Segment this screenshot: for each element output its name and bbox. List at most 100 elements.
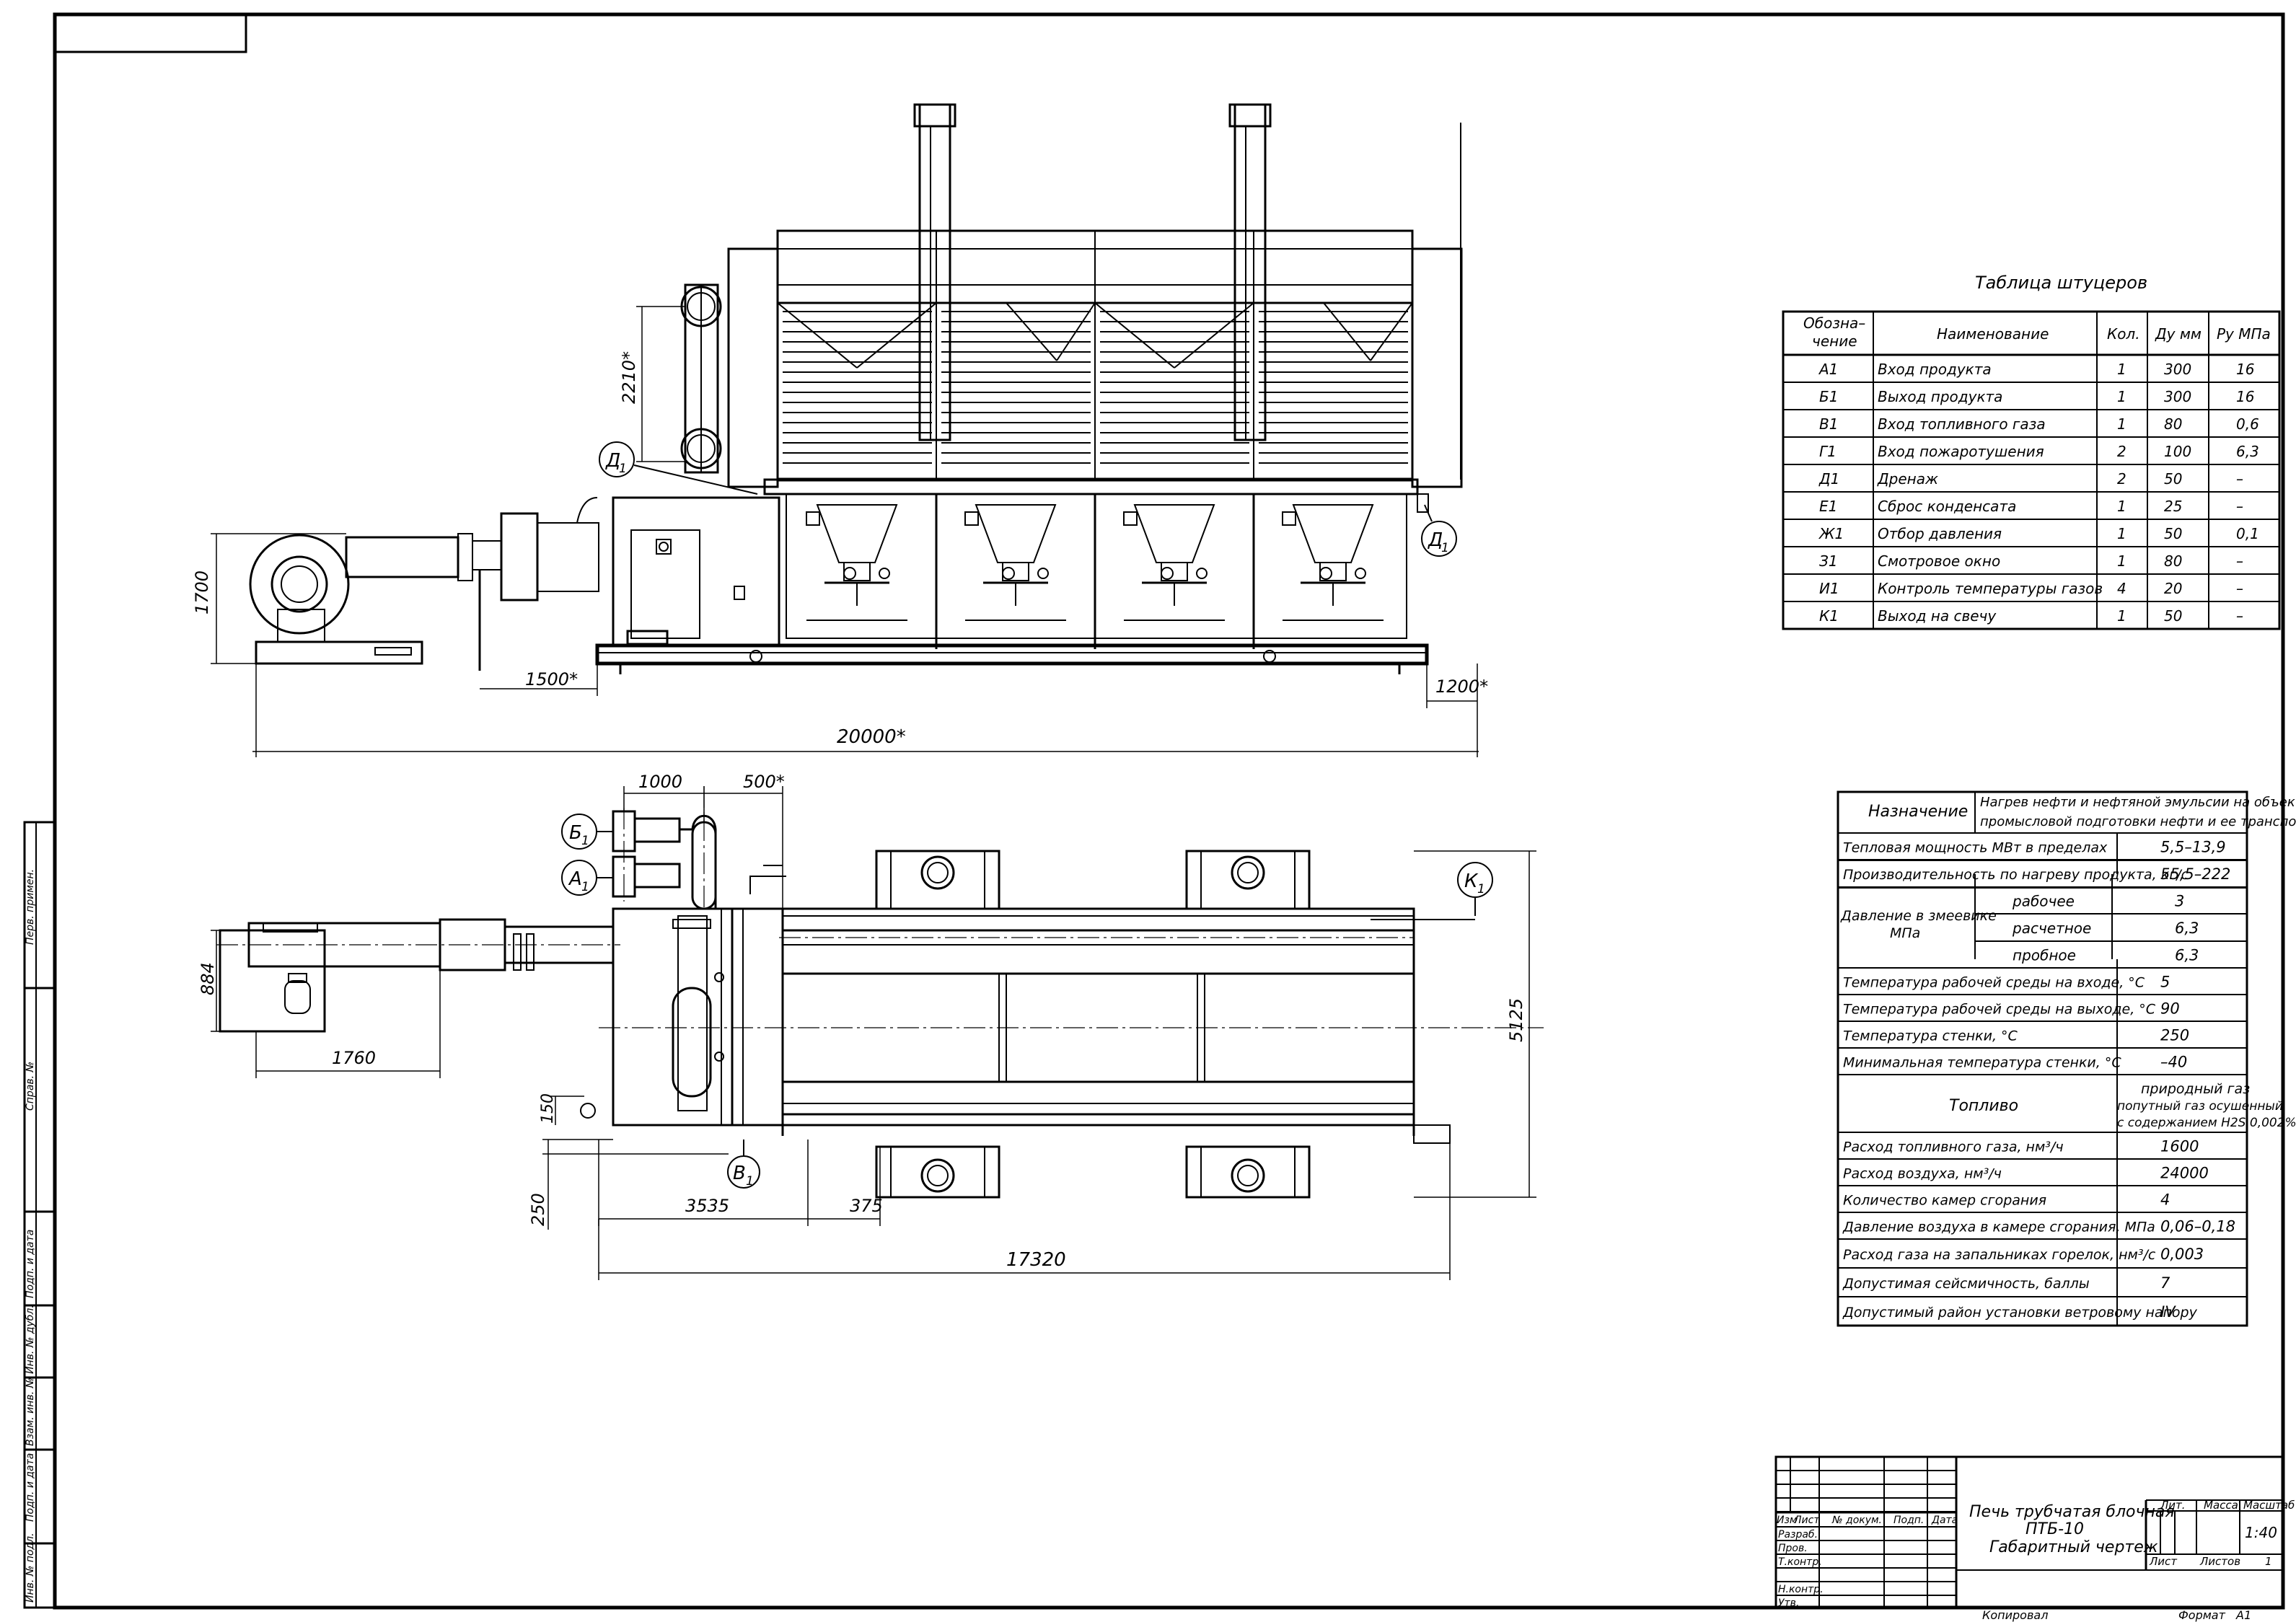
nozzle-cell: 0,6 [2236, 415, 2259, 433]
stamp-text-perv: Перв. примен. [25, 869, 36, 945]
dimension-1700: 1700 [192, 533, 346, 664]
svg-text:500*: 500* [743, 772, 785, 792]
spec-fuel-value-1: природный газ [2141, 1081, 2250, 1097]
spec-label: Допустимая сейсмичность, баллы [1842, 1276, 2090, 1292]
svg-text:3535: 3535 [685, 1196, 729, 1216]
spec-pressure-kind: пробное [2013, 947, 2076, 964]
spec-pressure-kind: рабочее [2012, 893, 2075, 910]
callout-d1-left: Д 1 [599, 441, 758, 495]
spec-label: Расход газа на запальниках горелок, нм³/… [1843, 1247, 2156, 1263]
tb-role: Разраб. [1778, 1529, 1818, 1541]
nozzle-header-qty: Кол. [2107, 325, 2140, 343]
nozzle-cell: – [2236, 498, 2243, 515]
dimension-150: 150 [539, 1093, 596, 1125]
svg-text:В: В [733, 1163, 746, 1184]
tb-scale-value: 1:40 [2245, 1524, 2277, 1541]
stamp-text-vzam: Взам. инв. № [25, 1378, 36, 1446]
tb-scale-label: Масштаб [2243, 1499, 2295, 1512]
spec-pressure-value: 6,3 [2175, 947, 2199, 964]
spec-label: Давление воздуха в камере сгорания, МПа [1842, 1220, 2155, 1235]
nozzle-cell: Сброс конденсата [1878, 498, 2016, 515]
nozzle-cell: В1 [1819, 415, 1838, 433]
nozzle-cell: 16 [2236, 361, 2254, 378]
nozzle-cell: 1 [2117, 415, 2126, 433]
nozzle-cell: 25 [2164, 498, 2182, 515]
nozzle-cell: – [2236, 580, 2243, 597]
spec-pressure-label-1: Давление в змеевике [1840, 908, 1997, 924]
nozzle-cell: 80 [2164, 415, 2182, 433]
dimension-250: 250 [528, 1139, 729, 1230]
spec-value: 5 [2160, 974, 2170, 991]
tb-col-data: Дата [1931, 1515, 1958, 1526]
spec-value: 250 [2160, 1027, 2189, 1044]
spec-purpose-value-1: Нагрев нефти и нефтяной эмульсии на объе… [1980, 795, 2296, 810]
spec-value: 4 [2160, 1191, 2170, 1209]
sheet-frame [53, 12, 2285, 1610]
spec-label: Тепловая мощность МВт в пределах [1843, 840, 2108, 856]
tb-col-ndoc: № докум. [1831, 1515, 1882, 1526]
svg-text:250: 250 [528, 1193, 548, 1226]
spec-fuel-label: Топливо [1949, 1097, 2018, 1115]
tb-col-podp: Подп. [1893, 1515, 1924, 1526]
tb-lit-label: Лит. [2160, 1499, 2186, 1512]
svg-text:Д: Д [1428, 529, 1443, 551]
spec-value: 1600 [2160, 1138, 2199, 1155]
svg-text:1: 1 [581, 880, 589, 894]
spec-value: IV [2160, 1303, 2176, 1321]
nozzle-cell: Ж1 [1818, 525, 1844, 542]
spec-table: Назначение Нагрев нефти и нефтяной эмуль… [1837, 790, 2296, 1327]
plan-view: Б 1 А 1 В 1 К 1 1000 [198, 772, 1544, 1280]
tb-title-3: Габаритный чертеж [1989, 1538, 2158, 1556]
nozzle-cell: Контроль температуры газов [1878, 580, 2103, 597]
svg-text:884: 884 [198, 962, 218, 995]
nozzle-cell: А1 [1818, 361, 1838, 378]
nozzle-cell: – [2236, 470, 2243, 488]
tb-title-1: Печь трубчатая блочная [1969, 1503, 2175, 1521]
spec-value: 5,5–13,9 [2160, 839, 2226, 856]
nozzle-cell: – [2236, 552, 2243, 570]
svg-text:1700: 1700 [192, 570, 212, 614]
format-label: Формат [2178, 1608, 2226, 1622]
nozzle-header-pu: Ру МПа [2217, 325, 2271, 343]
svg-text:5125: 5125 [1506, 998, 1526, 1042]
stamp-text-sprav: Справ. № [25, 1062, 36, 1111]
spec-label: Температура рабочей среды на входе, °С [1843, 975, 2145, 991]
spec-value: 7 [2160, 1274, 2170, 1292]
nozzle-cell: 100 [2164, 443, 2191, 460]
spec-label: Минимальная температура стенки, °С [1843, 1055, 2121, 1071]
nozzle-cell: 80 [2164, 552, 2182, 570]
svg-text:1760: 1760 [332, 1048, 376, 1068]
spec-label: Расход воздуха, нм³/ч [1843, 1166, 2002, 1182]
nozzle-cell: 300 [2164, 388, 2191, 405]
nozzle-cell: 2 [2117, 443, 2126, 460]
nozzle-cell: 2 [2117, 470, 2126, 488]
nozzle-cell: 1 [2117, 552, 2126, 570]
svg-text:1200*: 1200* [1435, 676, 1488, 697]
spec-fuel-value-3: с содержанием H2S 0,002% [2117, 1116, 2296, 1130]
nozzle-cell: 1 [2117, 607, 2126, 625]
spec-pressure-kind: расчетное [2012, 920, 2091, 937]
dimension-20000: 20000* [252, 664, 1479, 757]
spec-value: 55,5–222 [2160, 865, 2230, 883]
tb-role: Утв. [1778, 1597, 1799, 1609]
svg-text:1: 1 [746, 1174, 754, 1189]
spec-label: Температура рабочей среды на выходе, °С [1843, 1002, 2156, 1018]
nozzle-cell: 50 [2164, 607, 2182, 625]
nozzle-cell: Выход продукта [1878, 388, 2002, 405]
nozzle-header-name: Наименование [1937, 325, 2049, 343]
title-block: Изм Лист № докум. Подп. Дата Разраб.Пров… [1774, 1455, 2295, 1609]
svg-text:150: 150 [539, 1093, 557, 1124]
tb-title-2: ПТБ-10 [2026, 1520, 2084, 1538]
callout-d1-right: Д 1 [1421, 504, 1457, 557]
nozzle-cell: 1 [2117, 525, 2126, 542]
spec-pressure-value: 6,3 [2175, 920, 2199, 937]
spec-label: Допустимый район установки ветровому нап… [1842, 1305, 2198, 1321]
tb-col-list: Лист [1793, 1515, 1820, 1526]
nozzle-table-title: Таблица штуцеров [1975, 273, 2147, 293]
nozzle-cell: 20 [2164, 580, 2182, 597]
dimension-2210: 2210* [619, 306, 685, 462]
nozzle-cell: Дренаж [1877, 470, 1938, 488]
nozzle-cell: Смотровое окно [1878, 552, 2000, 570]
nozzle-cell: Вход топливного газа [1878, 415, 2046, 433]
tb-sheets-value: 1 [2265, 1555, 2272, 1568]
